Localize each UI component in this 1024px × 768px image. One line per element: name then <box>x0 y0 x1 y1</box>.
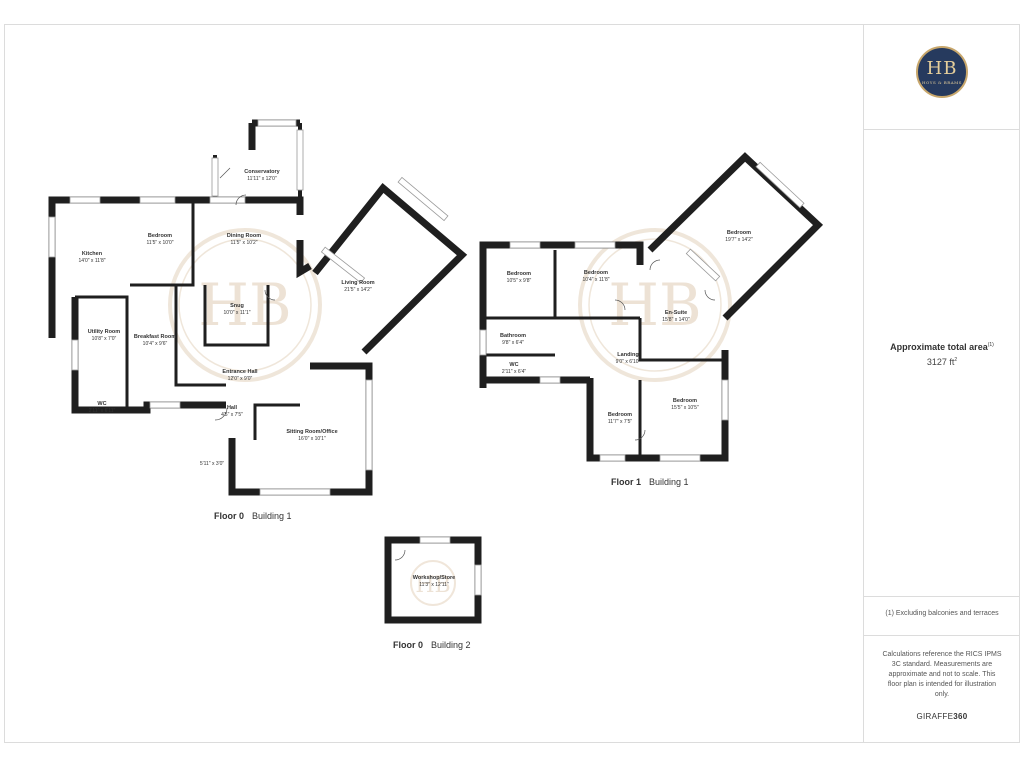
floor-plan-drawing: HB HB HB <box>48 119 824 650</box>
door-swings <box>214 167 716 561</box>
floor-plan-sheet <box>4 24 1020 743</box>
area-value-text: 3127 ft <box>926 357 955 367</box>
room-dims: 15'8" x 14'0" <box>662 317 690 323</box>
room-dims: 11'7" x 7'5" <box>608 419 632 425</box>
logo-monogram: HB <box>926 57 958 79</box>
room-name: Bathroom <box>500 333 526 339</box>
room-dims: 4'5" x 7'5" <box>221 412 243 418</box>
watermark-text: HB HB HB <box>198 271 701 598</box>
logo-section: HB HOYS & BRAMS <box>864 46 1020 106</box>
room-dims: 9'8" x 6'4" <box>502 340 524 346</box>
floor-caption: Floor 0 Building 2 <box>393 640 471 650</box>
room-labels: Conservatory 11'11" x 12'0" Kitchen 14'0… <box>78 169 752 588</box>
watermark-monogram-1: HB <box>198 271 291 339</box>
room-name: Sitting Room/Office <box>286 429 337 435</box>
room-name: Conservatory <box>244 169 280 175</box>
room-dims: 10'4" x 11'8" <box>582 277 609 283</box>
floor-caption: Floor 0 Building 1 <box>214 511 292 521</box>
room-dims: 10'4" x 9'6" <box>143 341 168 347</box>
room-dims: 10'5" x 9'8" <box>507 278 532 284</box>
room-dims: 16'0" x 10'1" <box>298 436 326 442</box>
floor-label: Floor 0 <box>214 511 244 521</box>
floor-label: Floor 0 <box>393 640 423 650</box>
room-dims: 11'5" x 10'2" <box>230 240 257 246</box>
room-name: Kitchen <box>82 251 103 257</box>
area-note-ref: (1) <box>987 342 994 348</box>
total-area-section: Approximate total area(1) 3127 ft2 <box>864 342 1020 367</box>
floor-captions: Floor 0 Building 1 Floor 1 Building 1 Floo… <box>214 477 689 650</box>
room-dims: 11'3" x 12'11" <box>419 582 449 588</box>
brand-mark: GIRAFFE360 <box>864 712 1020 721</box>
room-name: Living Room <box>341 280 374 286</box>
room-name: Bedroom <box>673 398 697 404</box>
building-label: Building 1 <box>649 477 689 487</box>
room-dims: 10'8" x 7'0" <box>92 336 117 342</box>
building-label: Building 2 <box>431 640 471 650</box>
windows-floor0 <box>48 119 449 496</box>
room-name: Bedroom <box>608 412 632 418</box>
room-name: En-Suite <box>665 310 687 316</box>
windows-building2 <box>419 536 482 596</box>
room-dims: 11'11" x 12'0" <box>247 176 277 182</box>
room-name: Snug <box>230 303 244 309</box>
disclaimer: Calculations reference the RICS IPMS 3C … <box>882 651 1002 698</box>
room-dims: 2'11" x 6'11" <box>89 408 116 414</box>
sidebar-divider <box>864 635 1020 636</box>
company-logo: HB HOYS & BRAMS <box>916 46 968 98</box>
room-dims: 19'7" x 14'2" <box>725 237 753 243</box>
room-dims: 14'0" x 11'8" <box>78 258 105 264</box>
room-name: Bedroom <box>148 233 172 239</box>
info-sidebar: HB HOYS & BRAMS Approximate total area(1… <box>863 24 1020 743</box>
watermark-monogram-2: HB <box>608 271 701 339</box>
room-name: Entrance Hall <box>222 369 258 375</box>
windows-floor1 <box>479 161 805 462</box>
room-dims: 10'0" x 11'1" <box>223 310 250 316</box>
room-name: Dining Room <box>227 233 261 239</box>
watermark-monogram-3: HB <box>415 573 450 598</box>
room-name: WC <box>509 362 518 368</box>
room-name: Bedroom <box>507 271 531 277</box>
floor-caption: Floor 1 Building 1 <box>611 477 689 487</box>
room-dims: 11'5" x 10'0" <box>146 240 173 246</box>
floor-label: Floor 1 <box>611 477 641 487</box>
watermark <box>168 228 732 606</box>
room-name: Hall <box>227 405 238 411</box>
room-name: Bedroom <box>727 230 751 236</box>
area-unit-sup: 2 <box>954 357 958 363</box>
logo-name: HOYS & BRAMS <box>922 79 962 85</box>
room-name: Workshop/Store <box>413 575 455 581</box>
sidebar-divider <box>864 129 1020 130</box>
brand-suffix: 360 <box>953 712 968 721</box>
area-title-text: Approximate total area <box>890 342 988 352</box>
sidebar-divider <box>864 596 1020 597</box>
room-name: WC <box>97 401 106 407</box>
room-dims: 2'11" x 6'4" <box>502 369 526 375</box>
room-name: Bedroom <box>584 270 608 276</box>
room-dims: 12'0" x 9'0" <box>228 376 253 382</box>
footnote: (1) Excluding balconies and terraces <box>885 610 999 617</box>
room-dims: 15'5" x 10'5" <box>671 405 699 411</box>
room-dims: 21'5" x 14'2" <box>344 287 372 293</box>
room-name: Utility Room <box>88 329 120 335</box>
area-value: 3127 ft2 <box>864 357 1020 367</box>
area-title: Approximate total area(1) <box>864 342 1020 352</box>
room-dims: 5'11" x 3'0" <box>200 461 224 467</box>
room-dims: 9'0" x 6'10" <box>616 359 641 365</box>
building-label: Building 1 <box>252 511 292 521</box>
room-name: Landing <box>617 352 638 358</box>
brand-prefix: GIRAFFE <box>916 712 954 721</box>
room-name: Breakfast Room <box>134 334 176 340</box>
